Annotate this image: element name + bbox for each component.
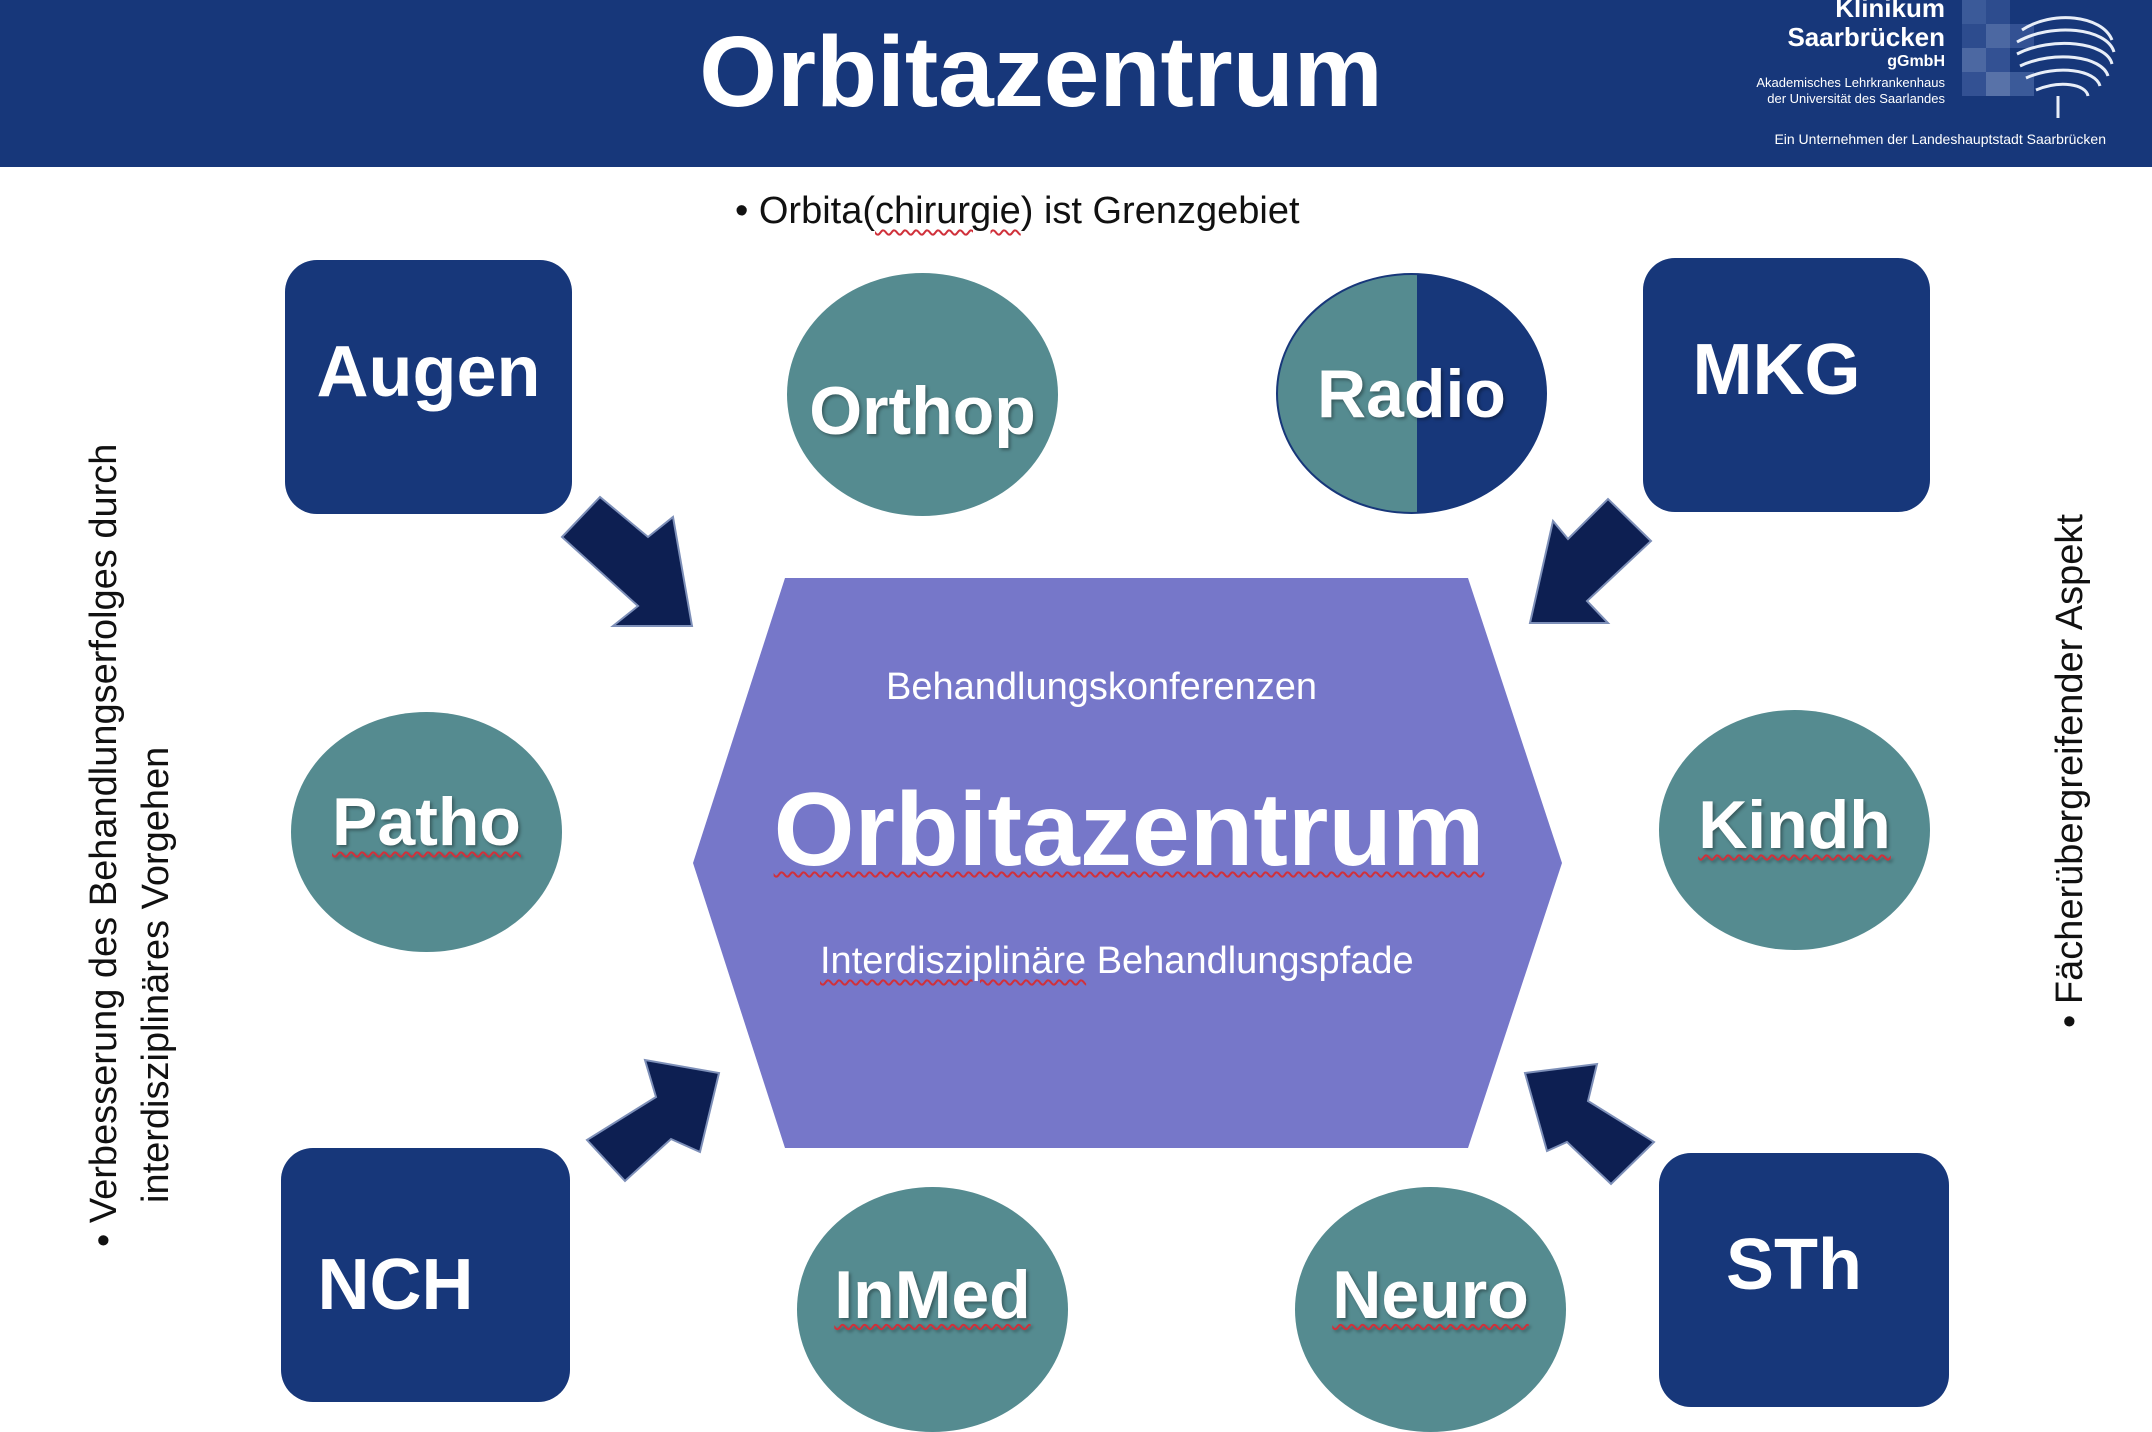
node-sth: STh: [1659, 1153, 1949, 1407]
left-bullet-line2: interdisziplinäres Vorgehen: [135, 746, 177, 1203]
top-bullet: • Orbita(chirurgie) ist Grenzgebiet: [735, 190, 1300, 233]
logo-name-line2: Saarbrücken: [1787, 22, 1945, 52]
top-bullet-prefix: • Orbita(: [735, 190, 875, 232]
center-subtitle-bottom-underlined: Interdisziplinäre: [820, 940, 1087, 982]
node-neuro: Neuro: [1295, 1187, 1566, 1432]
node-patho: Patho: [291, 712, 562, 952]
page-title: Orbitazentrum: [699, 16, 1383, 128]
logo-subtitle-line1: Akademisches Lehrkrankenhaus: [1756, 75, 1945, 90]
logo-name-line1: Klinikum: [1835, 0, 1945, 23]
center-subtitle-top: Behandlungskonferenzen: [886, 666, 1318, 708]
clinic-logo-icon: [1962, 0, 2116, 118]
node-mkg: MKG: [1643, 258, 1930, 512]
right-bullet: • Fächerübergreifender Aspekt: [2049, 514, 2091, 1028]
center-title: Orbitazentrum: [773, 772, 1485, 888]
node-kindh: Kindh: [1659, 710, 1930, 950]
top-bullet-suffix: ) ist Grenzgebiet: [1020, 190, 1300, 232]
left-bullet: • Verbesserung des Behandlungserfolges d…: [78, 444, 182, 1247]
node-nch: NCH: [281, 1148, 570, 1402]
logo-text: Klinikum Saarbrücken gGmbH Akademisches …: [1756, 0, 1945, 107]
node-augen: Augen: [285, 260, 572, 514]
center-hexagon: [693, 578, 1562, 1148]
logo-legal-form: gGmbH: [1887, 53, 1945, 70]
node-inmed: InMed: [797, 1187, 1068, 1432]
logo-subtitle-line2: der Universität des Saarlandes: [1767, 91, 1945, 106]
arrow-top-right-icon: [1528, 497, 1653, 624]
node-inmed-label: InMed: [834, 1256, 1031, 1333]
arrow-top-left-icon: [560, 495, 694, 627]
node-kindh-label: Kindh: [1698, 787, 1891, 863]
top-bullet-underlined: chirurgie: [875, 190, 1021, 232]
center-subtitle-bottom: Interdisziplinäre Behandlungspfade: [820, 940, 1414, 983]
left-bullet-line1: • Verbesserung des Behandlungserfolges d…: [83, 443, 125, 1247]
arrow-bottom-right-icon: [1523, 1062, 1656, 1186]
node-patho-label: Patho: [332, 784, 521, 860]
node-radio: Radio: [1276, 273, 1547, 514]
header-banner: Orbitazentrum Klinikum Saarbrücken gGmbH…: [0, 0, 2152, 167]
arrow-bottom-left-icon: [585, 1058, 721, 1183]
node-orthop: Orthop: [787, 273, 1058, 516]
logo-tagline: Ein Unternehmen der Landeshauptstadt Saa…: [1774, 131, 2106, 147]
center-subtitle-bottom-rest: Behandlungspfade: [1086, 940, 1414, 982]
node-neuro-label: Neuro: [1332, 1256, 1529, 1333]
